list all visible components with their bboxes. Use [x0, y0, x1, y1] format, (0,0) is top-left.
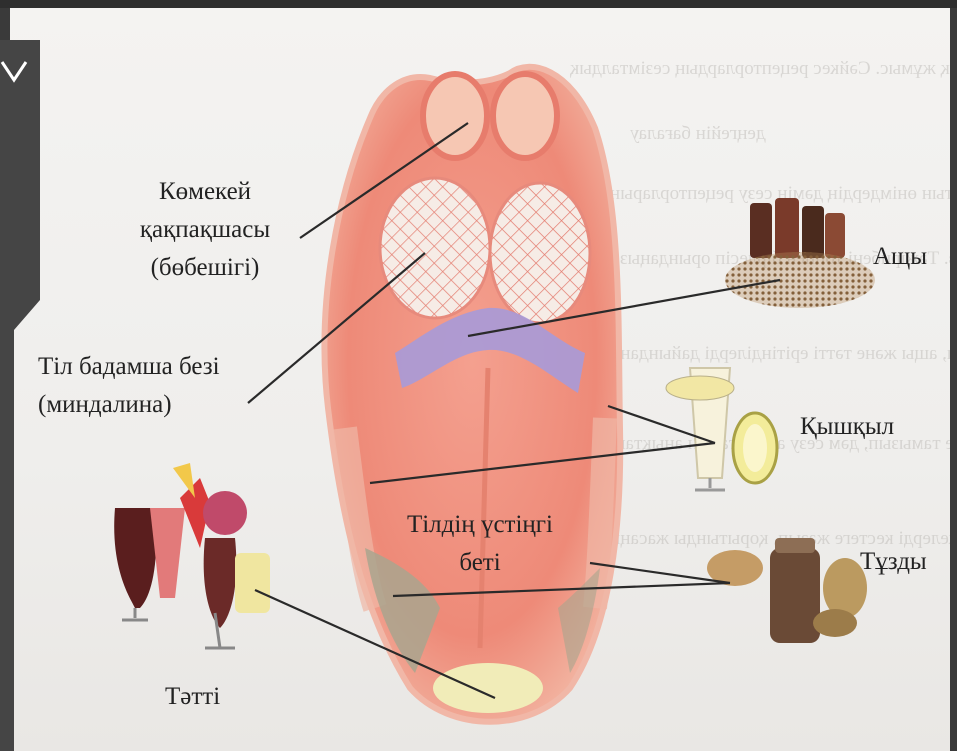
- label-tongue-surface-line: беті: [370, 544, 590, 582]
- tonsil-right: [490, 183, 590, 323]
- label-salty: Тұзды: [860, 543, 927, 581]
- label-tonsil-line: Тіл бадамша безі: [38, 348, 220, 386]
- sweet-food-illustration: [114, 463, 270, 648]
- label-tonsil-line: (миндалина): [38, 386, 220, 424]
- label-sour: Қышқыл: [800, 408, 894, 446]
- label-epiglottis-line: Көмекей: [105, 173, 305, 211]
- label-tongue-surface: Тілдің үстіңгі беті: [370, 506, 590, 582]
- sweet-zone: [433, 663, 543, 713]
- bitter-food-illustration: [725, 198, 875, 308]
- label-bitter: Ащы: [873, 238, 927, 276]
- textbook-page: № - зертханалық жұмыс. Сәйкес рецепторла…: [10, 8, 950, 751]
- window-top-bar: [0, 0, 957, 8]
- tonsil-left: [380, 178, 490, 318]
- label-tonsil: Тіл бадамша безі (миндалина): [38, 348, 220, 424]
- slide-chevron: [0, 0, 40, 751]
- salty-food-illustration: [707, 538, 867, 643]
- sour-food-illustration: [666, 368, 777, 490]
- label-epiglottis: Көмекей қақпақшасы (бөбешігі): [105, 173, 305, 287]
- label-sweet: Тәтті: [165, 678, 220, 716]
- label-epiglottis-line: қақпақшасы: [105, 211, 305, 249]
- label-tongue-surface-line: Тілдің үстіңгі: [370, 506, 590, 544]
- label-epiglottis-line: (бөбешігі): [105, 249, 305, 287]
